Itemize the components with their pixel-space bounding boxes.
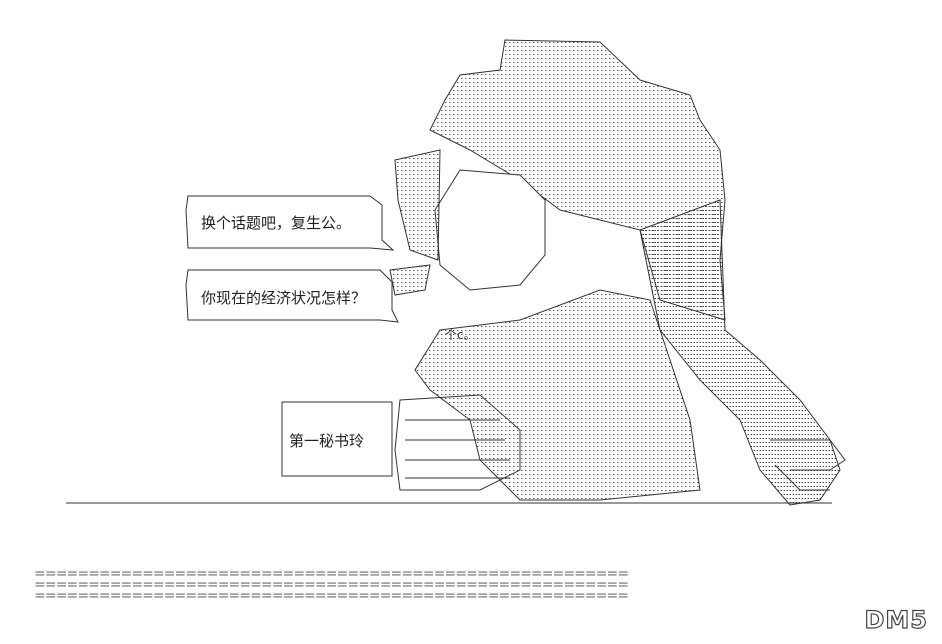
body-shape: [414, 289, 701, 501]
face-shape: [434, 169, 546, 291]
double-rule-3: ＝＝＝＝＝＝＝＝＝＝＝＝＝＝＝＝＝＝＝＝＝＝＝＝＝＝＝＝＝＝＝＝＝＝＝＝＝＝＝＝…: [34, 591, 629, 602]
arm-shape: [394, 394, 521, 491]
caption-box: [281, 401, 393, 477]
bubble-2-text: 你现在的经济状况怎样？: [201, 289, 367, 307]
caption-name-text: 第一秘书玲: [289, 432, 365, 450]
speech-bubble-2: [185, 269, 399, 323]
double-rule-2: ＝＝＝＝＝＝＝＝＝＝＝＝＝＝＝＝＝＝＝＝＝＝＝＝＝＝＝＝＝＝＝＝＝＝＝＝＝＝＝＝…: [34, 580, 629, 591]
aa-fragment-text: 个c。: [445, 328, 476, 342]
hair-strands-left: [389, 149, 441, 296]
side-object: [770, 439, 846, 491]
speech-bubble-1: [185, 195, 395, 251]
double-rule-1: ＝＝＝＝＝＝＝＝＝＝＝＝＝＝＝＝＝＝＝＝＝＝＝＝＝＝＝＝＝＝＝＝＝＝＝＝＝＝＝＝…: [34, 569, 629, 580]
hair-strands-right: [639, 199, 841, 506]
watermark-logo: DM5: [864, 605, 928, 634]
bubble-1-text: 换个话题吧，复生公。: [201, 214, 352, 232]
